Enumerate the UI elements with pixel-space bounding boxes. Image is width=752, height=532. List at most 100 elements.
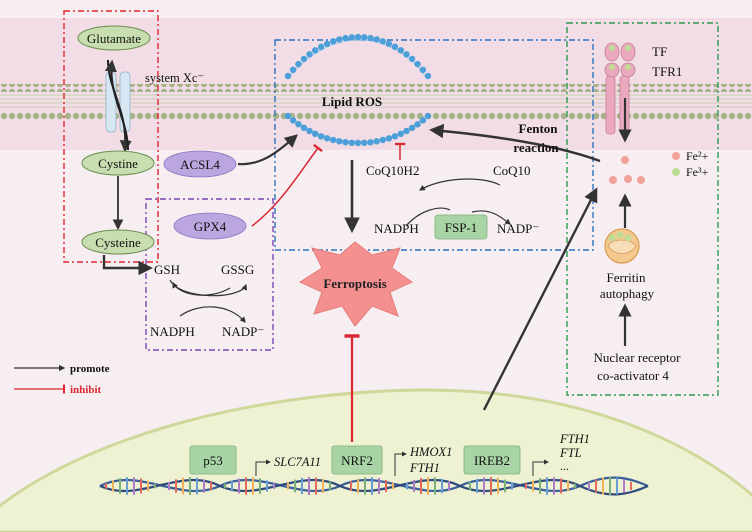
acsl4-node	[163, 150, 237, 178]
p53-label: p53	[203, 453, 223, 468]
nrf2-box	[331, 445, 383, 475]
legend-inhibit-label: inhibit	[70, 384, 102, 396]
ncoa4-label-line2: co-activator 4	[597, 368, 669, 383]
nadp-left-label: NADP⁻	[222, 324, 264, 339]
lipid-ros-vesicle	[284, 33, 432, 147]
ros-lipid-bead	[330, 38, 337, 45]
ros-lipid-bead	[317, 133, 325, 140]
ros-lipid-bead	[397, 130, 404, 137]
ros-lipid-bead	[342, 34, 349, 42]
ros-lipid-bead	[323, 40, 331, 47]
gsh-label: GSH	[154, 262, 180, 277]
ireb2-label: IREB2	[474, 453, 510, 468]
ireb2-promote-arrow	[482, 187, 598, 411]
fenton-label-line2: reaction	[513, 140, 559, 155]
ros-lipid-bead	[300, 124, 308, 131]
legend-promote-label: promote	[70, 363, 110, 375]
gssg-label: GSSG	[221, 262, 254, 277]
fth1-label-a: FTH1	[409, 461, 440, 475]
acsl4-label: ACSL4	[180, 157, 220, 172]
fsp1-label: FSP-1	[445, 220, 478, 235]
nadp-arc-right	[471, 210, 511, 225]
tf-label: TF	[652, 44, 667, 59]
ros-lipid-bead	[403, 127, 410, 135]
ros-lipid-bead	[419, 117, 427, 124]
ncoa4-label-line1: Nuclear receptor	[594, 350, 682, 365]
fenton-arrow	[429, 123, 601, 163]
glutamate-node	[77, 25, 151, 51]
cystine-label: Cystine	[98, 156, 138, 171]
ellipsis-label: ...	[560, 459, 569, 473]
slc7a11-promoter-arrow	[255, 459, 271, 476]
nadph-to-nadp-arc	[179, 306, 246, 323]
ferritin-label-line2: autophagy	[600, 286, 655, 301]
acsl4-promote-arrow	[237, 134, 298, 166]
ros-lipid-bead	[367, 34, 374, 42]
ros-lipid-bead	[379, 38, 386, 45]
ros-lipid-bead	[408, 124, 416, 131]
hmox1-promoter-arrow	[394, 451, 407, 476]
nadph-arc-right	[405, 207, 451, 227]
nrf2-label: NRF2	[341, 453, 373, 468]
ros-lipid-bead	[348, 34, 355, 41]
ros-lipid-bead	[300, 55, 308, 63]
ros-lipid-bead	[361, 139, 368, 146]
gpx4-label: GPX4	[194, 219, 227, 234]
ros-lipid-bead	[391, 133, 399, 140]
ros-lipid-bead	[336, 138, 343, 145]
ros-lipid-bead	[295, 121, 302, 128]
lipid-ros-box	[274, 39, 594, 251]
coq10-label: CoQ10	[493, 163, 531, 178]
fth1-label-b: FTH1	[559, 432, 590, 446]
ferroptosis-burst	[298, 241, 414, 327]
ros-lipid-bead	[317, 43, 325, 50]
fenton-label-line1: Fenton	[519, 121, 559, 136]
ros-lipid-bead	[424, 72, 432, 80]
ros-lipid-bead	[385, 135, 393, 142]
glutamate-label: Glutamate	[87, 31, 141, 46]
ros-lipid-bead	[379, 136, 386, 144]
ros-lipid-bead	[342, 139, 349, 146]
ros-lipid-bead	[391, 43, 399, 50]
ros-lipid-bead	[323, 135, 331, 142]
ros-lipid-bead	[330, 136, 337, 144]
coq10-to-coq10h2-arc	[418, 178, 501, 191]
ros-lipid-bead	[385, 40, 393, 47]
dna-helix	[99, 476, 649, 496]
ftl-label: FTL	[559, 446, 582, 460]
hmox1-label: HMOX1	[409, 445, 452, 459]
ros-lipid-bead	[354, 33, 362, 41]
coq10h2-label: CoQ10H2	[366, 163, 419, 178]
ros-lipid-bead	[354, 139, 362, 147]
p53-box	[189, 445, 237, 475]
ferritin-label-line1: Ferritin	[607, 270, 646, 285]
ros-lipid-bead	[361, 34, 368, 41]
ros-lipid-bead	[419, 66, 427, 74]
cysteine-to-gsh-arrow	[102, 255, 153, 276]
ros-lipid-bead	[289, 117, 297, 124]
fe2-label: Fe²+	[686, 149, 709, 163]
tfr1-label: TFR1	[652, 64, 682, 79]
ferroptosis-label: Ferroptosis	[323, 276, 386, 291]
ros-lipid-bead	[373, 138, 380, 145]
nadp-right-label: NADP⁻	[497, 221, 539, 236]
ros-lipid-bead	[306, 127, 313, 135]
system-xc-box	[63, 10, 159, 263]
cysteine-node	[81, 229, 155, 255]
cell-membrane	[0, 84, 752, 120]
fth1-promoter-arrow	[532, 459, 549, 476]
ros-lipid-bead	[373, 36, 380, 43]
iron-particles	[609, 156, 645, 184]
gssg-to-gsh-arc	[172, 281, 231, 296]
iron-box	[566, 22, 719, 396]
ros-lipid-bead	[414, 121, 421, 128]
ros-lipid-bead	[289, 66, 297, 74]
gpx4-node	[173, 212, 247, 240]
fe3-legend-dot	[672, 168, 680, 176]
ros-lipid-bead	[348, 139, 355, 146]
fe2-legend-dot	[672, 152, 680, 160]
ros-lipid-bead	[312, 130, 319, 137]
cysteine-label: Cysteine	[95, 235, 141, 250]
ferritin-autophagy-icon	[604, 228, 640, 264]
